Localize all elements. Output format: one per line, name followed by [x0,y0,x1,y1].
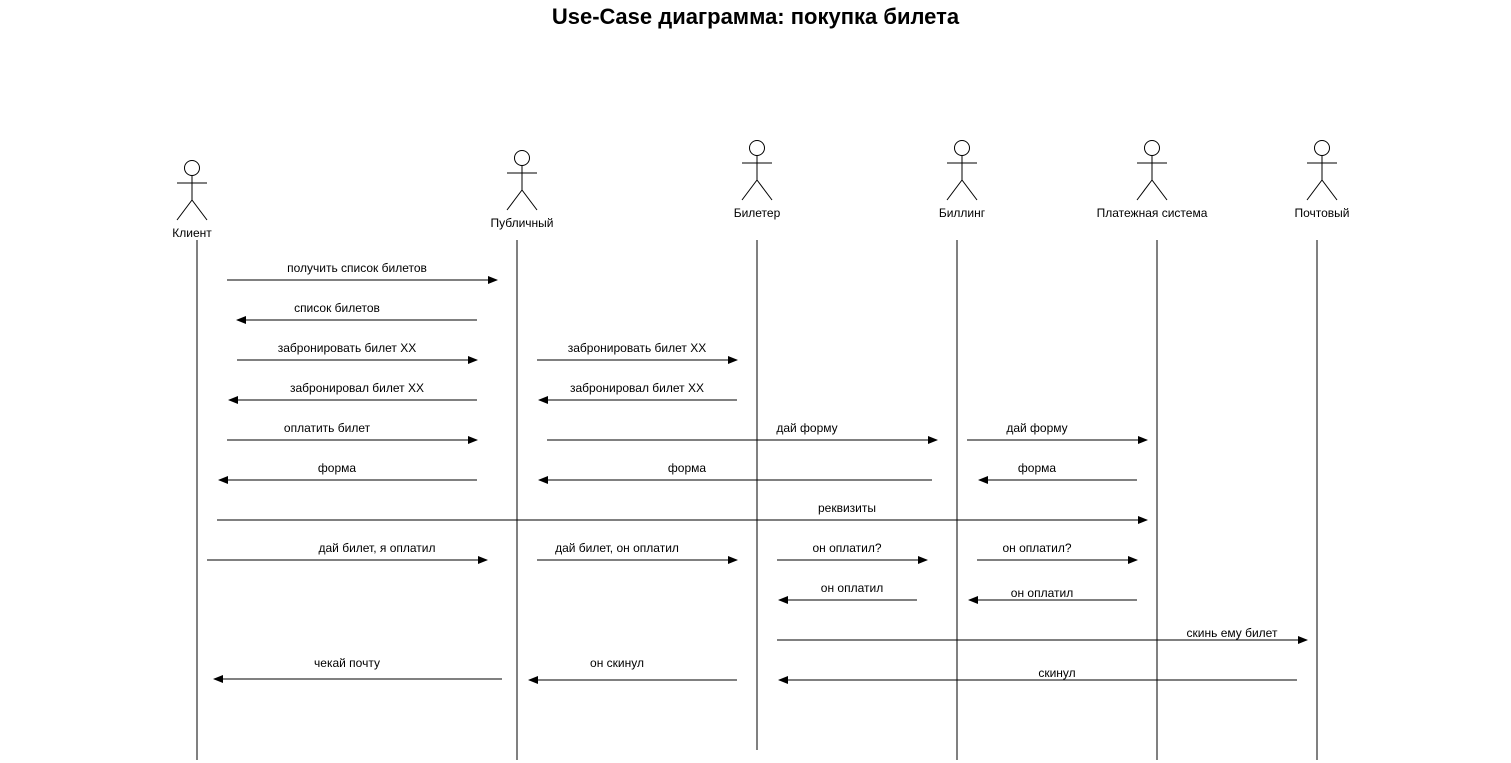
message-label: форма [668,461,706,475]
message-label: чекай почту [314,656,380,670]
stick-figure-icon [1306,140,1338,201]
message-payment-to-billing: он оплатил [968,586,1137,604]
message-billing-to-cashier: он оплатил [778,581,917,604]
message-label: он оплатил? [1002,541,1071,555]
actor-label: Билетер [734,206,781,220]
message-label: скинул [1038,666,1075,680]
message-label: дай форму [776,421,837,435]
actor-label: Почтовый [1294,206,1349,220]
message-label: дай билет, он оплатил [555,541,679,555]
message-payment-to-billing: форма [978,461,1137,484]
message-label: забронировал билет XX [570,381,704,395]
message-label: он оплатил [821,581,883,595]
actor-cashier: Билетер [734,140,781,750]
message-label: он оплатил [1011,586,1073,600]
message-client-to-payment: реквизиты [217,501,1148,524]
message-public-to-cashier: дай билет, он оплатил [537,541,738,564]
actor-public: Публичный [490,150,554,760]
message-label: он скинул [590,656,644,670]
message-client-to-public: оплатить билет [227,421,478,444]
message-client-to-public: забронировать билет XX [237,341,478,364]
message-label: забронировал билет XX [290,381,424,395]
message-cashier-to-billing: он оплатил? [777,541,928,564]
message-label: дай форму [1006,421,1067,435]
message-billing-to-payment: он оплатил? [977,541,1138,564]
message-label: дай билет, я оплатил [318,541,435,555]
message-label: реквизиты [818,501,876,515]
message-label: получить список билетов [287,261,427,275]
message-cashier-to-mail: скинь ему билет [777,626,1308,644]
message-public-to-client: список билетов [236,301,477,324]
message-label: скинь ему билет [1187,626,1278,640]
stick-figure-icon [1136,140,1168,201]
message-label: он оплатил? [812,541,881,555]
message-mail-to-cashier: скинул [778,666,1297,684]
message-billing-to-payment: дай форму [967,421,1148,444]
message-cashier-to-public: он скинул [528,656,737,684]
message-label: оплатить билет [284,421,371,435]
actor-client: Клиент [172,160,212,760]
diagram-title: Use-Case диаграмма: покупка билета [551,4,960,29]
message-client-to-public: дай билет, я оплатил [207,541,488,564]
message-public-to-client: забронировал билет XX [228,381,477,404]
message-label: форма [318,461,356,475]
message-public-to-client: чекай почту [213,656,502,683]
actor-label: Биллинг [939,206,986,220]
actor-payment: Платежная система [1097,140,1208,760]
message-label: забронировать билет XX [278,341,417,355]
message-cashier-to-public: забронировал билет XX [538,381,737,404]
message-label: список билетов [294,301,380,315]
stick-figure-icon [946,140,978,201]
actor-label: Публичный [490,216,553,230]
stick-figure-icon [176,160,208,221]
actor-billing: Биллинг [939,140,986,760]
message-label: забронировать билет XX [568,341,707,355]
message-public-to-billing: дай форму [547,421,938,444]
actor-label: Клиент [172,226,212,240]
actor-mail: Почтовый [1294,140,1350,760]
stick-figure-icon [741,140,773,201]
message-label: форма [1018,461,1056,475]
message-client-to-public: получить список билетов [227,261,498,284]
actor-label: Платежная система [1097,206,1208,220]
message-public-to-client: форма [218,461,477,484]
stick-figure-icon [506,150,538,211]
message-public-to-cashier: забронировать билет XX [537,341,738,364]
message-billing-to-public: форма [538,461,932,484]
